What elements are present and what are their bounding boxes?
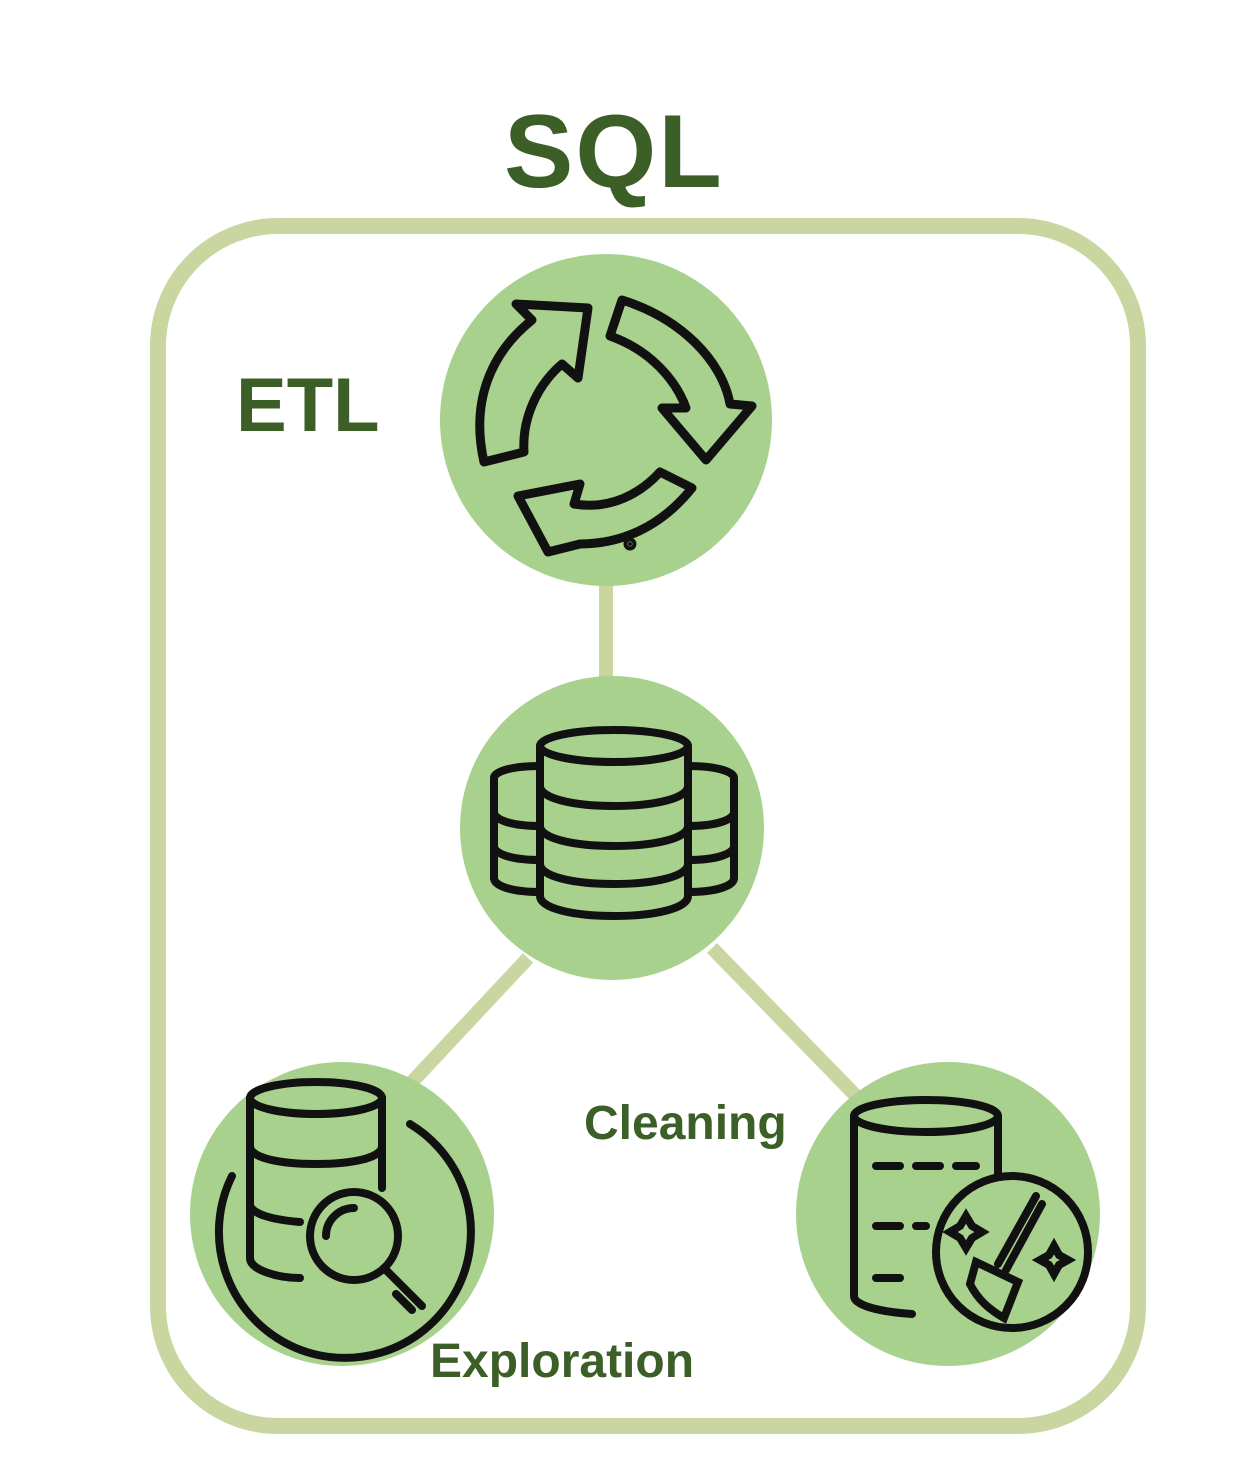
connector-database-exploration xyxy=(406,953,534,1087)
connector-database-cleaning xyxy=(706,943,864,1103)
etl-label: ETL xyxy=(236,363,380,448)
exploration-node xyxy=(190,1062,494,1366)
database-search-icon xyxy=(214,1078,475,1362)
outer-frame xyxy=(150,218,1146,1434)
cycle-arrows-icon xyxy=(475,295,757,557)
cleaning-node xyxy=(796,1062,1100,1366)
etl-node xyxy=(440,254,772,586)
cleaning-label: Cleaning xyxy=(584,1097,787,1150)
database-clean-icon xyxy=(850,1096,1092,1332)
exploration-label: Exploration xyxy=(430,1335,695,1388)
database-node xyxy=(460,676,764,980)
database-cluster-icon xyxy=(490,726,738,921)
diagram-title: SQL xyxy=(504,94,724,210)
